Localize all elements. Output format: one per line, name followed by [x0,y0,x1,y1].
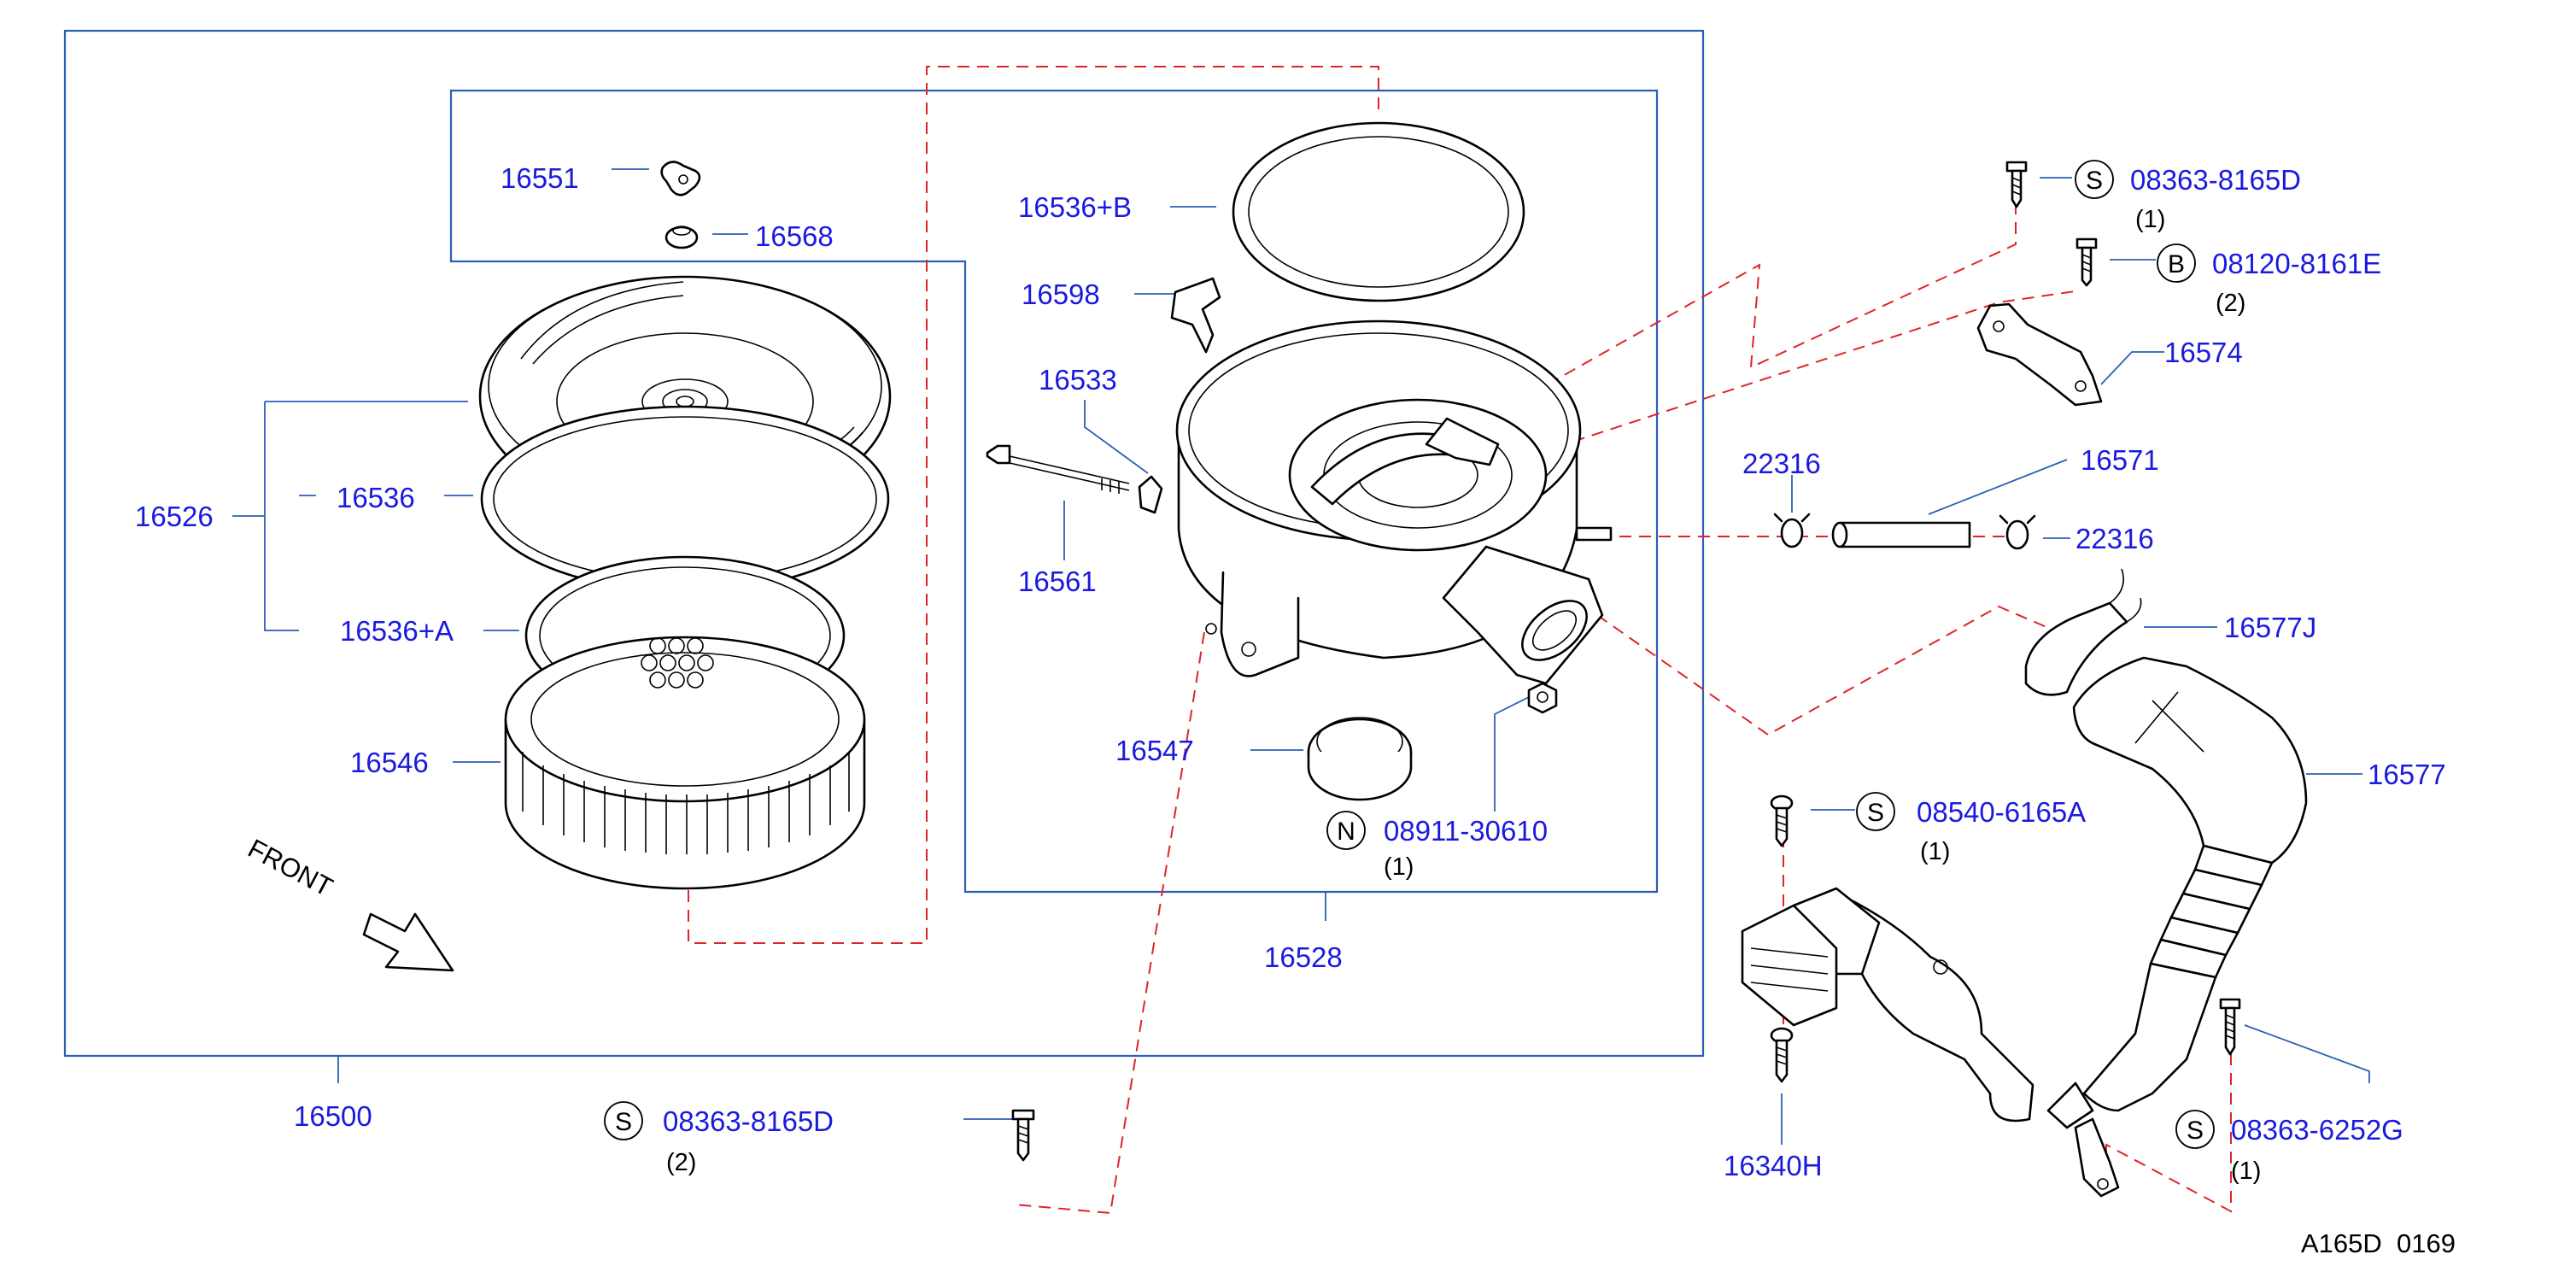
callout-22316-right: 22316 [2075,523,2154,554]
air-filter-16546 [504,636,866,890]
fastener-symbol [2075,160,2114,199]
fastener-callout-2: B 08120-8161E (2) [2157,243,2381,317]
callout-16536: 16536 [337,482,415,513]
callout-16536A: 16536+A [340,615,454,647]
wing-nut-16551 [660,161,701,196]
svg-text:N: N [1337,818,1355,846]
seal-16547 [1307,717,1413,801]
callout-16577J: 16577J [2224,612,2316,643]
fastener-qty: (2) [666,1149,696,1176]
bolt-08120-8161E [2075,237,2098,287]
svg-text:S: S [615,1108,632,1136]
screw-08363-6252G [2219,998,2241,1056]
fastener-qty: (1) [1384,853,1414,881]
callout-16528: 16528 [1264,941,1343,973]
duct-16577J [2024,568,2142,696]
callout-16547: 16547 [1115,735,1194,766]
fastener-symbol [2175,1110,2215,1149]
fastener-callout-1: S 08363-8165D (1) [2075,160,2301,233]
callout-16340H: 16340H [1724,1150,1823,1181]
fastener-qty: (1) [1920,838,1950,865]
clip-16598 [1170,277,1221,354]
screw-08363-8165D-bottom [1011,1109,1035,1162]
hose-clamp-22316-a [1773,513,1811,548]
fastener-symbol [1856,792,1895,831]
fastener-callout-5: S 08363-8165D (2) [604,1101,834,1176]
front-indicator: FRONT [243,833,454,972]
svg-text:B: B [2168,250,2185,278]
diagram-reference-code: A165D 0169 [2301,1228,2456,1258]
callout-22316-top: 22316 [1742,448,1821,479]
callout-16571: 16571 [2081,444,2159,476]
group-box-16528 [449,89,1659,894]
callout-16526: 16526 [135,501,214,532]
callout-16551: 16551 [501,162,579,194]
hose-16571 [1831,521,1971,548]
grommet-16568 [664,226,699,249]
callout-16598: 16598 [1022,278,1100,310]
clip-16533 [1138,475,1163,514]
front-label: FRONT [243,833,338,902]
svg-text:S: S [1867,799,1884,827]
fastener-part-number: 08363-8165D [2130,164,2301,196]
callout-16577: 16577 [2368,759,2446,790]
nut-08911-30610 [1527,682,1558,714]
svg-text:S: S [2187,1117,2204,1145]
bracket-16574 [1976,302,2103,407]
callout-16561: 16561 [1018,566,1097,597]
fastener-part-number: 08363-8165D [663,1105,834,1137]
callout-16568: 16568 [755,220,834,252]
screw-16340H [1770,1027,1794,1083]
air-cleaner-housing-16528 [1175,319,1613,685]
callout-16533: 16533 [1039,364,1117,396]
fastener-callout-6: S 08363-6252G (1) [2175,1110,2403,1185]
fastener-part-number: 08363-6252G [2231,1114,2403,1146]
duct-16577 [1741,656,2308,1198]
svg-text:S: S [2086,167,2103,195]
fastener-callout-4: S 08540-6165A (1) [1856,792,2086,865]
fastener-symbol [604,1101,643,1140]
fastener-part-number: 08120-8161E [2212,248,2381,279]
fastener-callout-3: N 08911-30610 (1) [1326,811,1548,881]
fastener-part-number: 08911-30610 [1384,815,1548,847]
callouts: 16551 16568 16526 16536 16536+A 16546 16… [135,162,2446,1181]
gasket-16536B [1232,121,1525,302]
group-box-16500 [63,29,1705,1058]
callout-16574: 16574 [2164,337,2243,368]
fastener-qty: (1) [2135,206,2165,233]
fastener-qty: (1) [2231,1158,2261,1185]
leader-lines [232,168,2370,1145]
fastener-part-number: 08540-6165A [1917,796,2086,828]
fastener-symbol [2157,243,2196,283]
callout-16546: 16546 [350,747,429,778]
callout-16500: 16500 [294,1100,372,1132]
callout-16536B: 16536+B [1018,191,1132,223]
bolt-16561 [986,444,1130,494]
screw-08540-6165A [1770,794,1794,847]
hose-clamp-22316-b [1999,514,2036,550]
fastener-symbol [1326,811,1366,850]
fastener-qty: (2) [2216,290,2245,317]
screw-08363-8165D-top [2005,161,2028,208]
